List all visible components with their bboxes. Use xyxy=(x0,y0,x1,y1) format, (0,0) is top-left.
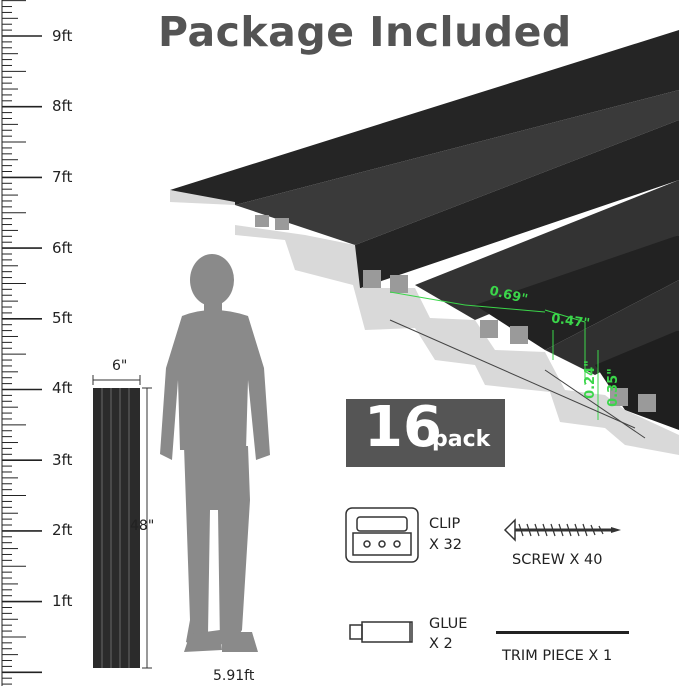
panel-swatch xyxy=(92,375,152,669)
ruler-icon xyxy=(1,0,42,686)
panel-height-label: 48" xyxy=(130,518,155,534)
ruler-label-4ft: 4ft xyxy=(52,379,73,397)
ruler-label-9ft: 9ft xyxy=(52,27,73,45)
clip-quantity: X 32 xyxy=(429,537,462,553)
ruler-label-6ft: 6ft xyxy=(52,239,73,257)
person-height-label: 5.91ft xyxy=(213,668,255,684)
panel-3d-image xyxy=(170,30,679,455)
panel-width-label: 6" xyxy=(112,358,128,374)
clip-icon xyxy=(345,507,419,563)
ruler-label-1ft: 1ft xyxy=(52,592,73,610)
glue-quantity: X 2 xyxy=(429,636,453,652)
ruler-label-2ft: 2ft xyxy=(52,521,73,539)
ruler-label-3ft: 3ft xyxy=(52,451,73,469)
clip-label: CLIP xyxy=(429,516,461,532)
screw-icon xyxy=(503,518,621,542)
screw-label: SCREW X 40 xyxy=(512,552,603,568)
page-title: Package Included xyxy=(158,8,572,56)
trim-line-icon xyxy=(496,631,629,634)
ruler-label-7ft: 7ft xyxy=(52,168,73,186)
glue-label: GLUE xyxy=(429,616,468,632)
trim-label: TRIM PIECE X 1 xyxy=(502,648,613,664)
ruler-label-5ft: 5ft xyxy=(52,309,73,327)
dimension-0-35: 0.35" xyxy=(605,368,621,407)
ruler-label-8ft: 8ft xyxy=(52,97,73,115)
dimension-0-24: 0.24" xyxy=(582,360,598,399)
pack-badge: 16 pack xyxy=(346,395,505,467)
glue-tube-icon xyxy=(349,621,413,643)
pack-word: pack xyxy=(432,427,491,452)
pack-count: 16 xyxy=(364,395,442,460)
person-silhouette xyxy=(160,254,270,652)
